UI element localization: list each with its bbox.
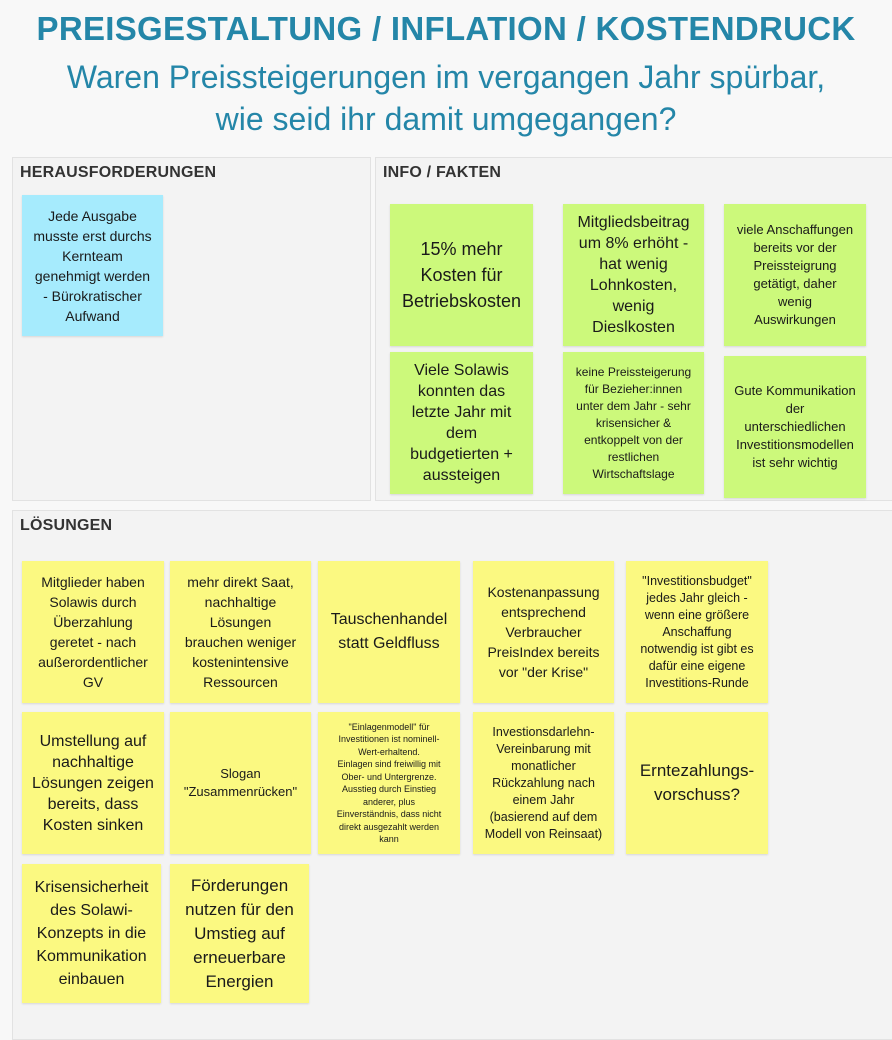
sticky-note-info[interactable]: keine Preissteigerung für Bezieher:innen…: [563, 352, 704, 494]
sticky-note-solution[interactable]: Slogan "Zusammenrücken": [170, 712, 311, 854]
sticky-note-info[interactable]: 15% mehr Kosten für Betriebskosten: [390, 204, 533, 346]
sticky-note-text: Kostenanpassung entsprechend Verbraucher…: [487, 584, 600, 680]
sticky-note-text: Viele Solawis konnten das letzte Jahr mi…: [410, 362, 513, 484]
sticky-note-text: Förderungen nutzen für den Umstieg auf e…: [185, 875, 294, 991]
sticky-note-text: Jede Ausgabe musste erst durchs Kernteam…: [33, 207, 152, 324]
sticky-note-solution[interactable]: Krisensicherheit des Solawi- Konzepts in…: [22, 864, 161, 1003]
sticky-note-text: 15% mehr Kosten für Betriebskosten: [401, 239, 522, 311]
sticky-note-text: Umstellung auf nachhaltige Lösungen zeig…: [32, 732, 154, 834]
sticky-note-solution[interactable]: Investionsdarlehn- Vereinbarung mit mona…: [473, 712, 614, 854]
sticky-note-text: viele Anschaffungen bereits vor der Prei…: [736, 222, 854, 327]
board-title: PREISGESTALTUNG / INFLATION / KOSTENDRUC…: [36, 10, 856, 47]
board-subtitle-text: Waren Preissteigerungen im vergangen Jah…: [66, 59, 826, 137]
sticky-note-solution[interactable]: Erntezahlungs- vorschuss?: [626, 712, 768, 854]
board-subtitle: Waren Preissteigerungen im vergangen Jah…: [0, 56, 892, 140]
sticky-note-solution[interactable]: mehr direkt Saat, nachhaltige Lösungen b…: [170, 561, 311, 703]
sticky-note-solution[interactable]: Umstellung auf nachhaltige Lösungen zeig…: [22, 712, 164, 854]
sticky-note-text: Gute Kommunikation der unterschiedlichen…: [734, 383, 856, 470]
sticky-note-text: keine Preissteigerung für Bezieher:innen…: [575, 364, 692, 481]
sticky-note-challenge[interactable]: Jede Ausgabe musste erst durchs Kernteam…: [22, 195, 163, 336]
sticky-note-text: Slogan "Zusammenrücken": [183, 766, 298, 799]
sticky-note-solution[interactable]: Förderungen nutzen für den Umstieg auf e…: [170, 864, 309, 1003]
sticky-note-solution[interactable]: "Einlagenmodell" für Investitionen ist n…: [318, 712, 460, 854]
sticky-note-info[interactable]: Mitgliedsbeitrag um 8% erhöht - hat weni…: [563, 204, 704, 346]
sticky-note-text: Investionsdarlehn- Vereinbarung mit mona…: [484, 724, 603, 841]
sticky-note-text: Krisensicherheit des Solawi- Konzepts in…: [34, 879, 149, 988]
sticky-note-text: Tauschenhandel statt Geldfluss: [330, 611, 448, 652]
sticky-note-info[interactable]: Viele Solawis konnten das letzte Jahr mi…: [390, 352, 533, 494]
sticky-note-solution[interactable]: "Investitionsbudget" jedes Jahr gleich -…: [626, 561, 768, 703]
sticky-note-text: "Einlagenmodell" für Investitionen ist n…: [336, 721, 442, 845]
sticky-note-solution[interactable]: Mitglieder haben Solawis durch Überzahlu…: [22, 561, 164, 703]
sticky-note-text: Erntezahlungs- vorschuss?: [639, 761, 755, 804]
sticky-note-solution[interactable]: Tauschenhandel statt Geldfluss: [318, 561, 460, 703]
frame-challenges-label: HERAUSFORDERUNGEN: [20, 164, 217, 181]
frame-info-label: INFO / FAKTEN: [383, 164, 502, 181]
sticky-note-text: "Investitionsbudget" jedes Jahr gleich -…: [640, 573, 754, 690]
frame-solutions-label: LÖSUNGEN: [20, 517, 113, 534]
sticky-note-text: Mitgliedsbeitrag um 8% erhöht - hat weni…: [577, 214, 690, 336]
sticky-note-text: mehr direkt Saat, nachhaltige Lösungen b…: [184, 574, 297, 690]
sticky-note-solution[interactable]: Kostenanpassung entsprechend Verbraucher…: [473, 561, 614, 703]
sticky-note-info[interactable]: Gute Kommunikation der unterschiedlichen…: [724, 356, 866, 498]
sticky-note-info[interactable]: viele Anschaffungen bereits vor der Prei…: [724, 204, 866, 346]
sticky-note-text: Mitglieder haben Solawis durch Überzahlu…: [38, 574, 148, 690]
